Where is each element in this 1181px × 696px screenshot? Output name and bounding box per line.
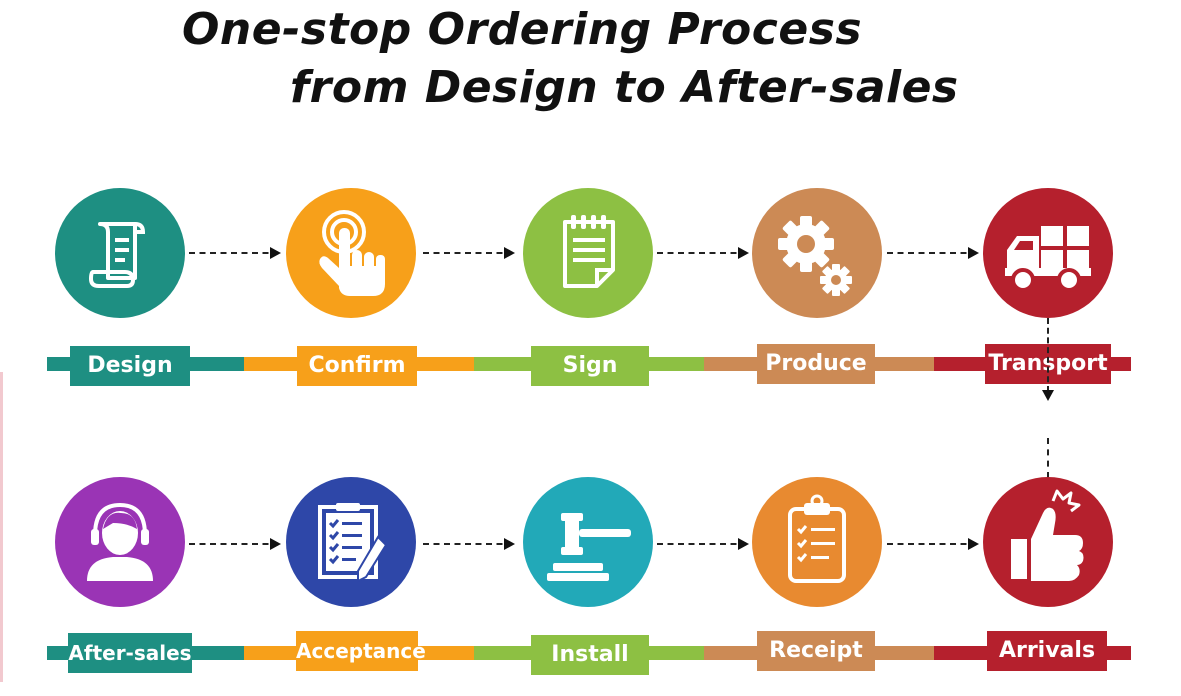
- step-circle-produce: [752, 188, 882, 318]
- thumbs-up-icon: [1011, 489, 1084, 581]
- step-circle-install: [523, 477, 653, 607]
- diagram-title-line-1: One-stop Ordering Process: [182, 4, 863, 55]
- step-circle-sign: [523, 188, 653, 318]
- touch-hand-icon: [319, 210, 385, 296]
- step-circle-after-sales: [55, 477, 185, 607]
- connector-arrow-install-acceptance: [423, 538, 515, 550]
- step-circle-receipt: [752, 477, 882, 607]
- step-label-produce: Produce: [757, 344, 875, 384]
- connector-arrow-design-confirm: [189, 247, 281, 259]
- support-agent-icon: [87, 502, 153, 581]
- gears-icon: [778, 216, 852, 296]
- checklist-pen-icon: [318, 503, 388, 583]
- step-label-receipt: Receipt: [757, 631, 875, 671]
- connector-arrow-arrivals-receipt: [887, 538, 979, 550]
- connector-arrow-confirm-sign: [423, 247, 515, 259]
- left-edge-line: [0, 372, 3, 682]
- connector-line-transport-down: [1047, 318, 1049, 392]
- connector-arrow-receipt-install: [657, 538, 749, 550]
- connector-arrowhead-down: [1042, 390, 1054, 401]
- step-label-after-sales: After-sales: [68, 633, 192, 673]
- step-label-install: Install: [531, 635, 649, 675]
- step-label-arrivals: Arrivals: [987, 631, 1107, 671]
- connector-arrow-acceptance-after-sales: [189, 538, 281, 550]
- step-circle-acceptance: [286, 477, 416, 607]
- clipboard-checklist-icon: [788, 494, 846, 583]
- connector-arrow-sign-produce: [657, 247, 749, 259]
- step-label-confirm: Confirm: [297, 346, 417, 386]
- step-circle-confirm: [286, 188, 416, 318]
- connector-arrow-produce-transport: [887, 247, 979, 259]
- step-circle-design: [55, 188, 185, 318]
- delivery-truck-icon: [1005, 226, 1091, 292]
- gavel-hammer-icon: [547, 513, 631, 581]
- step-circle-arrivals: [983, 477, 1113, 607]
- step-label-acceptance: Acceptance: [296, 631, 426, 671]
- step-label-sign: Sign: [531, 346, 649, 386]
- diagram-title-line-2: from Design to After-sales: [290, 62, 959, 113]
- notepad-icon: [563, 215, 615, 288]
- document-scroll-icon: [88, 222, 146, 288]
- step-label-design: Design: [70, 346, 190, 386]
- connector-line-to-arrivals: [1047, 438, 1049, 478]
- step-circle-transport: [983, 188, 1113, 318]
